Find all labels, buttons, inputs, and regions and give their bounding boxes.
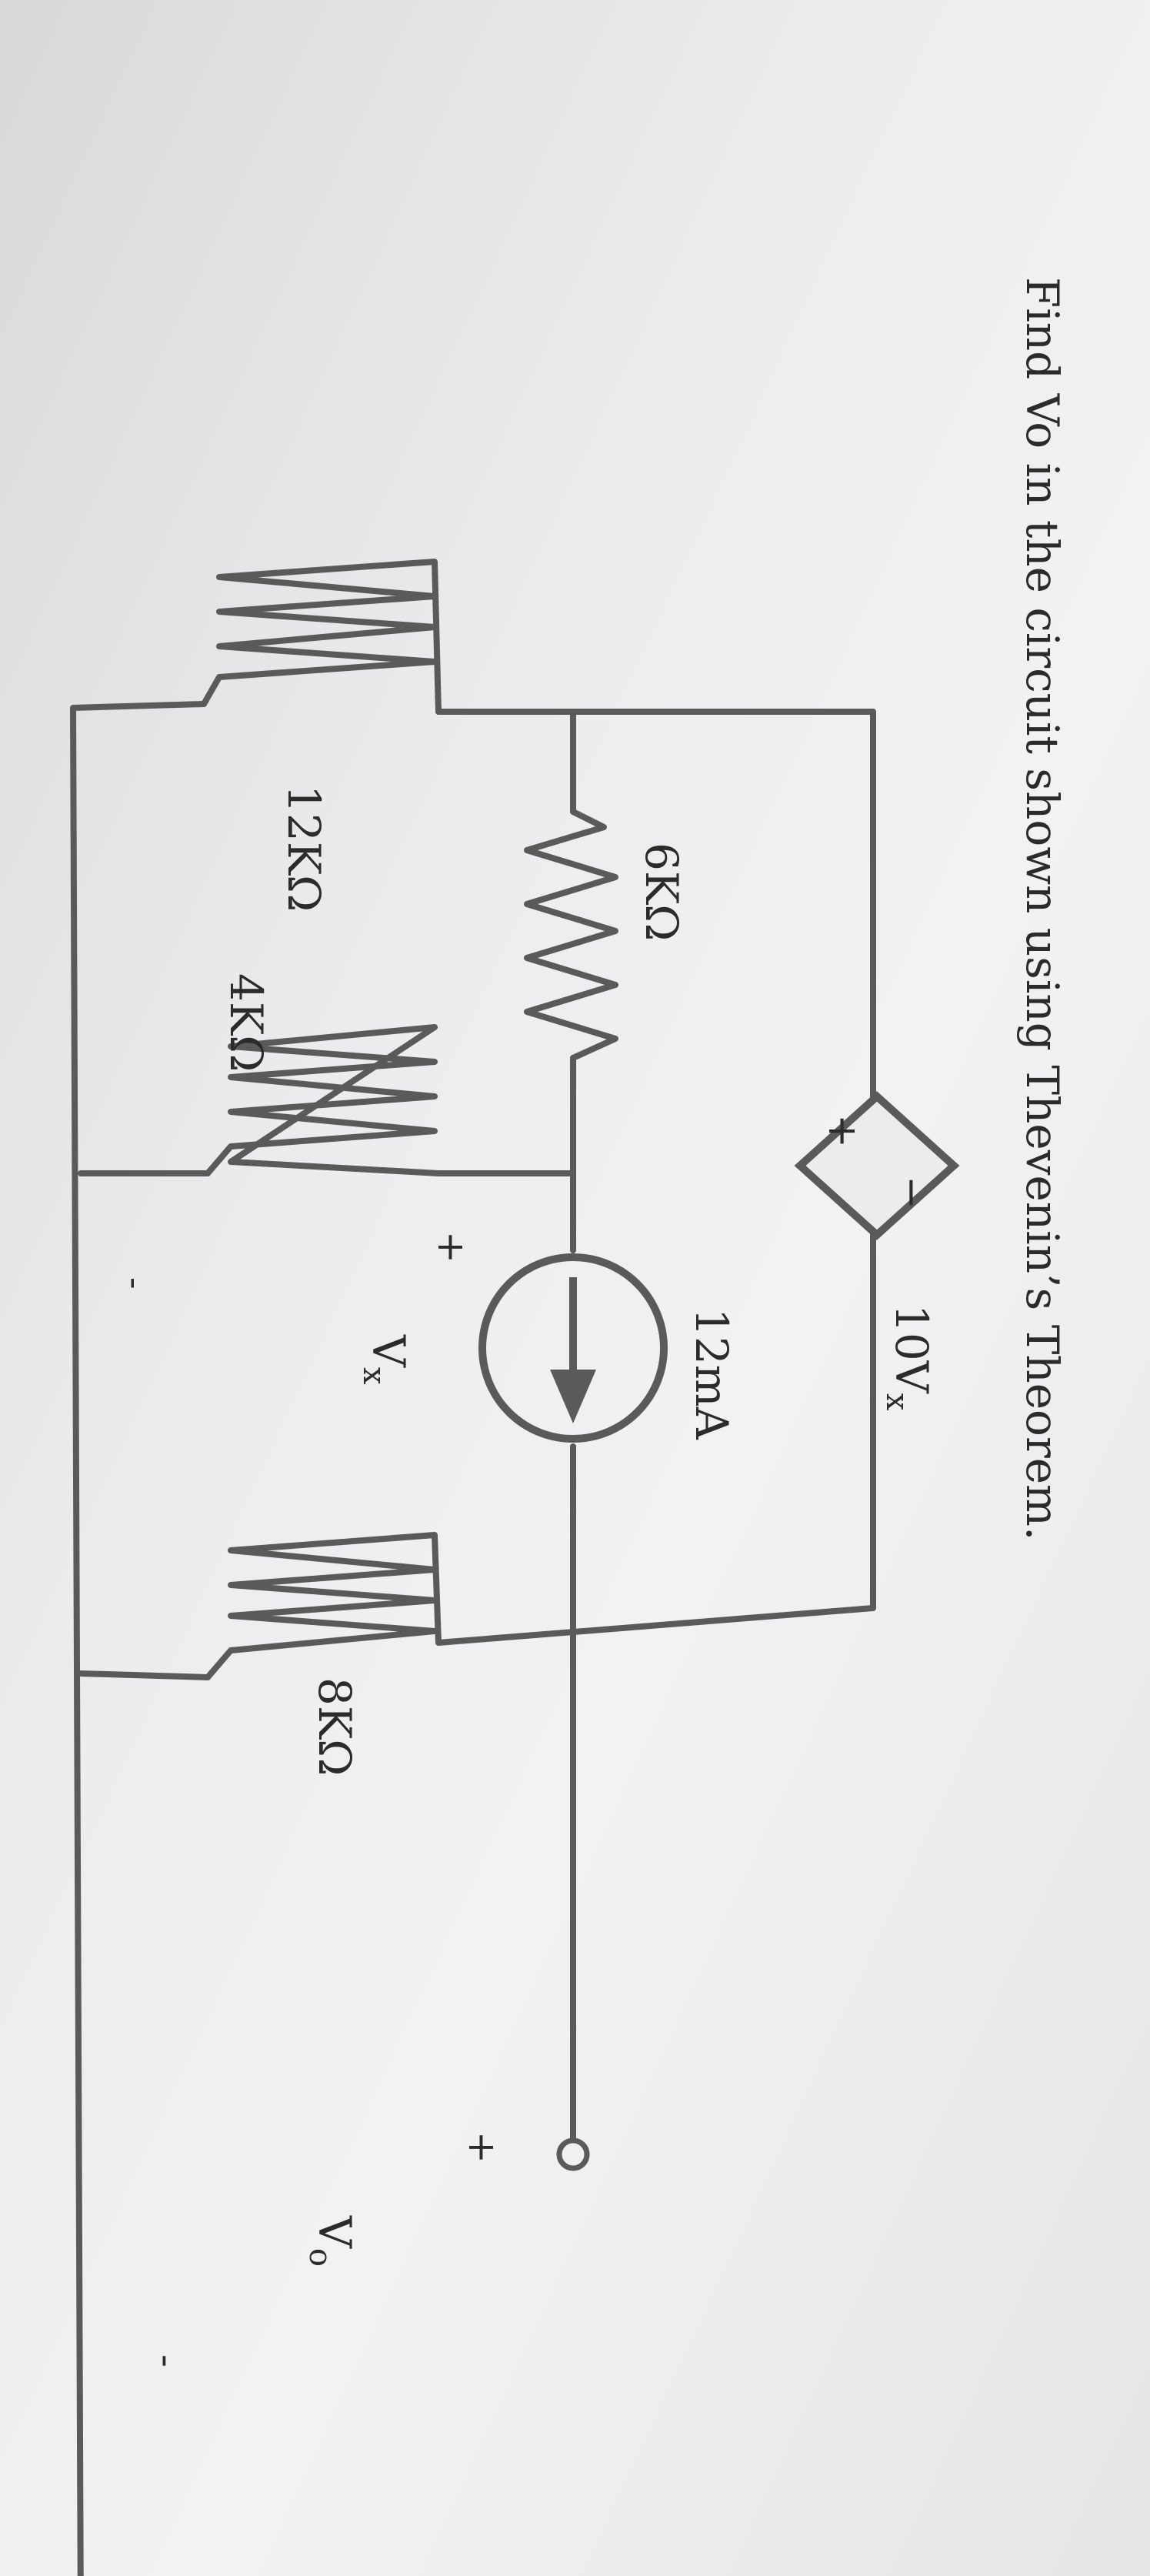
left-rail-wire xyxy=(70,701,211,2576)
resistor-6k xyxy=(524,809,618,1061)
problem-statement: Find Vo in the circuit shown using Theve… xyxy=(1016,277,1068,1540)
vx-label: Vx xyxy=(356,1334,415,1385)
dependent-source-label: 10Vx xyxy=(879,1304,938,1411)
vo-plus-label: + xyxy=(460,2131,505,2164)
resistor-8k-label: 8KΩ xyxy=(308,1677,361,1776)
vx-minus-label: - xyxy=(115,1277,156,1290)
dependent-voltage-source-10vx: + − xyxy=(794,1091,960,1240)
vo-minus-label: - xyxy=(145,2354,189,2367)
current-source-12ma xyxy=(478,1253,668,1443)
resistor-6k-label: 6KΩ xyxy=(635,843,688,941)
dependent-source-minus: − xyxy=(888,1176,935,1210)
resistor-8k xyxy=(205,1532,442,1680)
resistor-12k-label: 12KΩ xyxy=(278,785,330,912)
vo-plus-terminal xyxy=(556,2137,590,2171)
dependent-source-plus: + xyxy=(819,1114,865,1148)
resistor-12k xyxy=(201,559,442,715)
circuit-diagram xyxy=(70,559,876,2576)
current-source-label: 12mA xyxy=(685,1308,738,1440)
vx-plus-label: + xyxy=(429,1231,474,1263)
vo-label: Vo xyxy=(302,2215,361,2267)
resistor-4k-label: 4KΩ xyxy=(220,973,272,1072)
resistor-4k xyxy=(205,1024,442,1176)
